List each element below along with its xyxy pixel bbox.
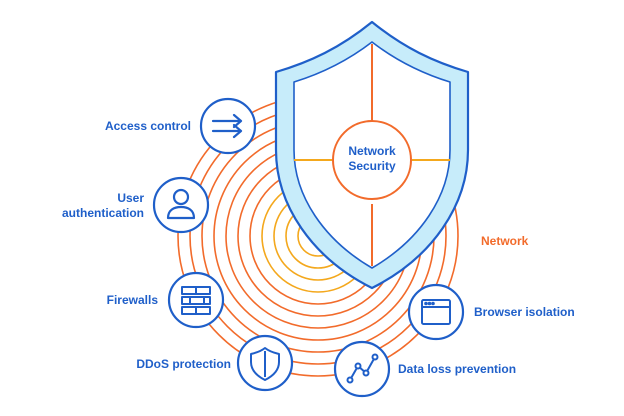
data-loss-prevention-label: Data loss prevention	[398, 362, 517, 376]
core-label-line-1: Network	[348, 144, 396, 158]
data-loss-prevention-node	[333, 340, 391, 398]
browser-isolation-node	[407, 283, 465, 341]
firewalls-label: Firewalls	[106, 293, 158, 307]
shield-icon	[250, 347, 280, 381]
user-authentication-label: User authentication	[62, 191, 144, 221]
user-authentication-node	[152, 176, 210, 234]
arrows-right-icon	[211, 113, 243, 139]
user-authentication-label-line-1: User	[117, 191, 144, 205]
browser-isolation-label: Browser isolation	[474, 305, 575, 319]
ddos-protection-node	[236, 334, 294, 392]
core-circle	[332, 120, 412, 200]
access-control-label: Access control	[104, 119, 191, 133]
access-control-node	[199, 97, 257, 155]
core-label-line-2: Security	[348, 159, 396, 173]
line-graph-icon	[346, 353, 379, 384]
browser-window-icon	[421, 299, 451, 325]
user-icon	[166, 188, 196, 220]
brick-wall-icon	[181, 286, 211, 315]
user-authentication-label-line-2: authentication	[61, 206, 144, 220]
ddos-protection-label: DDoS protection	[136, 357, 231, 371]
network-zone-label: Network	[481, 234, 529, 248]
core-label: Network Security	[333, 144, 411, 174]
firewalls-node	[167, 271, 225, 329]
